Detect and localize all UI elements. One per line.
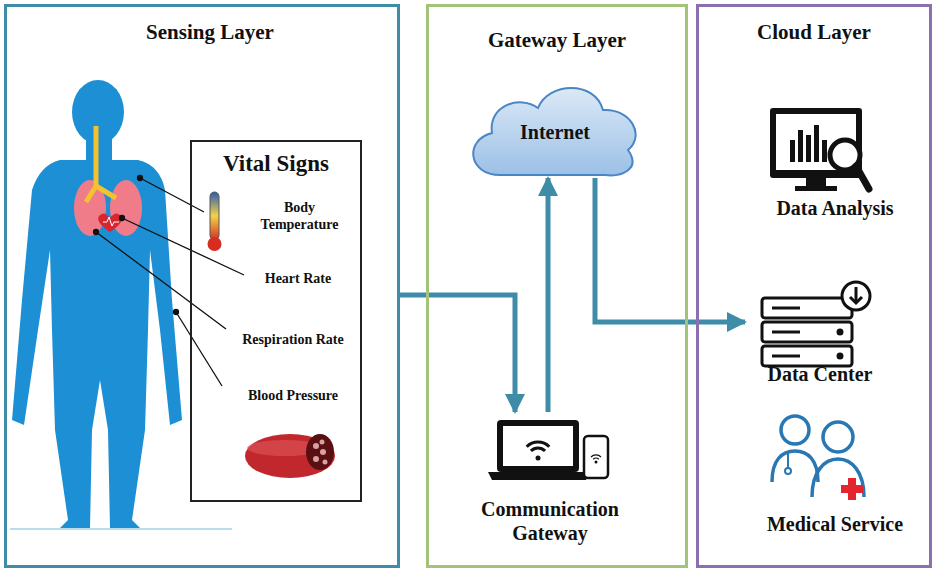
flow-arrow xyxy=(546,178,551,412)
node-heading: Internet xyxy=(470,120,640,144)
node-heading: Vital Signs xyxy=(190,150,362,178)
flow-arrow xyxy=(595,178,745,322)
phone-icon xyxy=(584,436,608,478)
vital-sign-label: Blood Pressure xyxy=(228,388,358,405)
layer-panel: Data AnalysisData CenterMedical Service C… xyxy=(696,4,932,568)
node-heading: Cloud Layer xyxy=(696,20,932,45)
vital-sign-label: Body Temperature xyxy=(252,200,347,234)
node-heading: Data Analysis xyxy=(735,196,935,220)
laptop-icon xyxy=(488,420,590,480)
vital-signs-box: Vital SignsBody TemperatureHeart RateRes… xyxy=(190,140,362,502)
red-cross-icon xyxy=(841,478,863,500)
thermometer-icon xyxy=(208,192,222,251)
analysis-monitor-icon xyxy=(770,108,869,191)
node-heading: Medical Service xyxy=(735,512,935,536)
node-heading: Sensing Layer xyxy=(110,20,310,45)
vital-sign-label: Heart Rate xyxy=(248,271,348,288)
service-node: Data Center xyxy=(745,280,895,390)
node-heading: Data Center xyxy=(745,362,895,386)
server-icon xyxy=(762,282,870,366)
internet-cloud: Internet xyxy=(470,80,640,178)
leader-lines xyxy=(94,176,245,387)
layer-panel: InternetCommunication Gateway Gateway Lay… xyxy=(426,4,688,568)
node-heading: Communication Gateway xyxy=(470,497,630,545)
human-body xyxy=(10,80,232,529)
gateway-device: Communication Gateway xyxy=(470,412,630,552)
node-heading: Gateway Layer xyxy=(426,28,688,53)
service-node: Data Analysis xyxy=(735,100,935,225)
artery-image xyxy=(245,434,335,478)
layer-panel: Vital SignsBody TemperatureHeart RateRes… xyxy=(4,4,400,568)
service-node: Medical Service xyxy=(735,410,935,550)
vital-sign-label: Respiration Rate xyxy=(228,332,358,349)
flow-arrow xyxy=(400,295,515,412)
